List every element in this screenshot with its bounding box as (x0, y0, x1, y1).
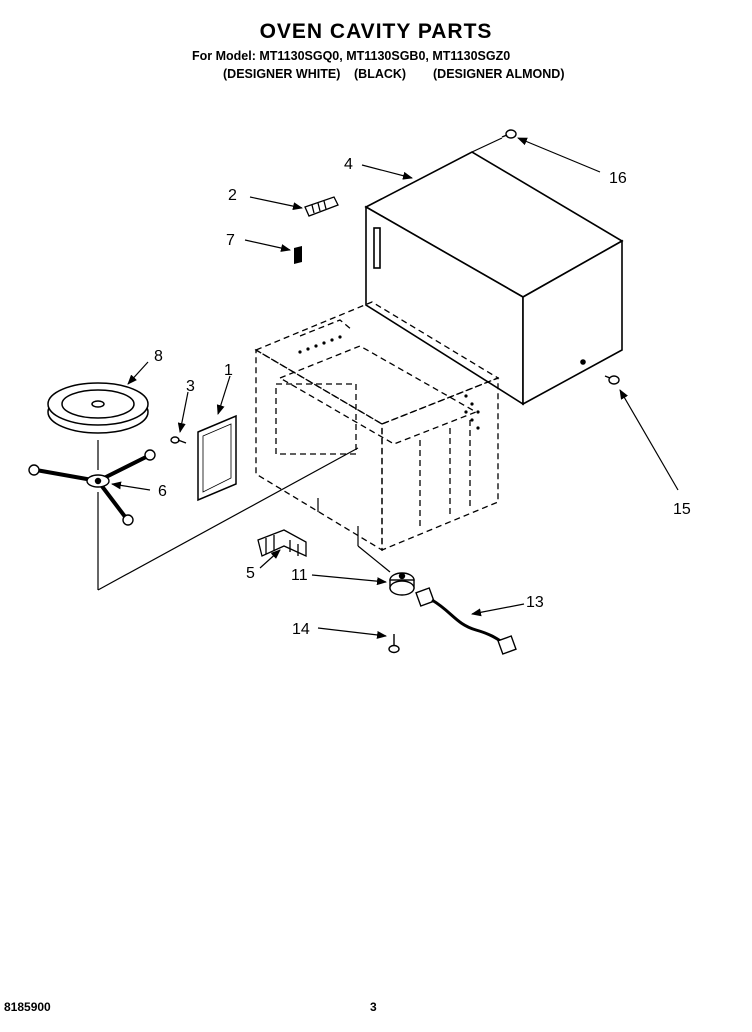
glass-tray (47, 382, 149, 434)
vent-holes (298, 335, 480, 430)
callout-numbers: 2 7 4 16 8 3 1 6 5 11 13 14 15 (154, 156, 691, 638)
bracket-7 (257, 529, 307, 558)
oven-cavity (254, 301, 500, 552)
callout-5: 7 (226, 232, 235, 249)
callout-4: 4 (344, 156, 353, 173)
model-numbers: For Model: MT1130SGQ0, MT1130SGB0, MT113… (192, 49, 511, 63)
callout-2: 2 (228, 187, 237, 204)
document-number: 8185900 (4, 1000, 51, 1014)
page-title: OVEN CAVITY PARTS (259, 20, 493, 43)
screw-15 (604, 375, 620, 385)
callout-11: 11 (291, 567, 308, 584)
page-number: 3 (370, 1000, 377, 1014)
callout-8: 6 (158, 483, 167, 500)
variant-black: (BLACK) (354, 67, 407, 81)
waveguide-cover (197, 414, 237, 502)
screw-14 (388, 634, 400, 654)
turntable-motor (389, 572, 415, 596)
leader-lines (111, 137, 679, 639)
latch-5 (294, 246, 302, 264)
callout-1: 1 (224, 362, 233, 379)
callout-15: 15 (673, 501, 691, 518)
callout-3: 3 (186, 378, 195, 395)
roller-wheels (28, 449, 156, 526)
screw-16 (501, 129, 517, 139)
outer-cabinet (364, 151, 624, 406)
callout-13: 13 (526, 594, 544, 611)
variant-almond: (DESIGNER ALMOND) (433, 67, 565, 81)
callout-6: 8 (154, 348, 163, 365)
variant-white: (DESIGNER WHITE) (223, 67, 341, 81)
callout-16: 16 (609, 170, 627, 187)
callout-7: 5 (246, 565, 255, 582)
bracket-2 (304, 196, 339, 217)
assembly-lines (97, 137, 503, 591)
screw-3 (170, 436, 187, 444)
callout-14: 14 (292, 621, 310, 638)
wire-harness (415, 587, 517, 655)
